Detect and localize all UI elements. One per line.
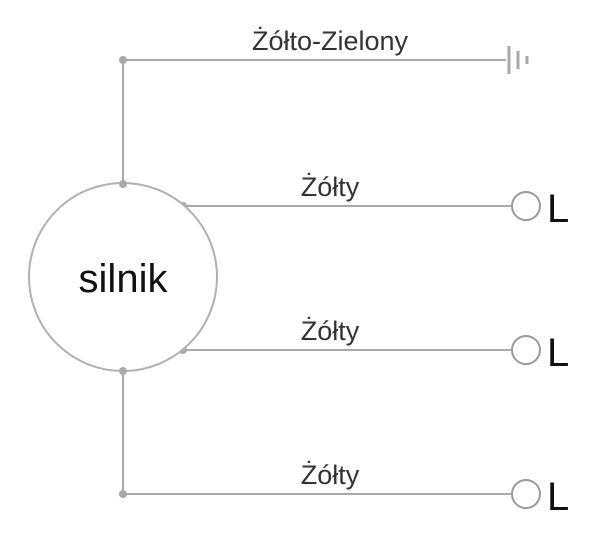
motor-label: silnik	[79, 257, 169, 301]
wire-3-junction-dot	[119, 490, 127, 498]
wire-2-label: Żółty	[301, 315, 360, 346]
terminal-circle-icon	[511, 335, 541, 365]
ground-wire	[122, 59, 506, 184]
terminal-3-label: L	[547, 475, 569, 519]
terminal-circle-icon	[511, 479, 541, 509]
wire-3-label: Żółty	[301, 459, 360, 490]
terminal-1-label: L	[547, 187, 569, 231]
ground-wire-junction-dot	[119, 56, 127, 64]
ground-symbol-icon	[507, 46, 529, 74]
motor-bottom-junction-dot	[119, 367, 127, 375]
ground-wire-label: Żółto-Zielony	[252, 25, 409, 56]
motor-top-junction-dot	[119, 180, 127, 188]
terminal-circle-icon	[511, 191, 541, 221]
terminal-2-label: L	[547, 331, 569, 375]
wire-1-label: Żółty	[301, 171, 360, 202]
